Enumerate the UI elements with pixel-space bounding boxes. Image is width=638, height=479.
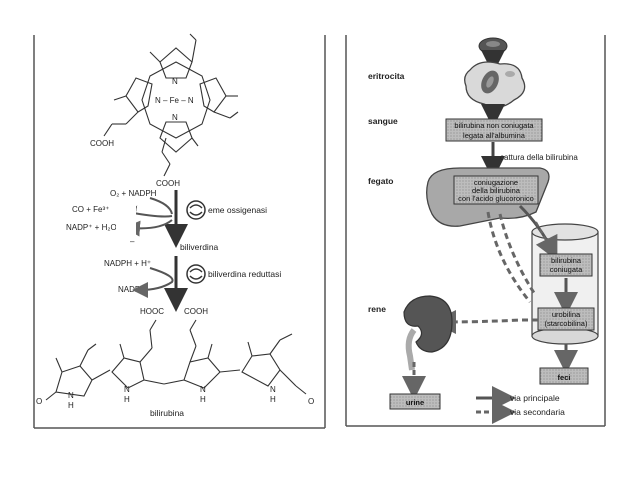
red-blood-cell-icon xyxy=(478,37,508,55)
heme-n-top: N xyxy=(172,77,178,86)
box-gut-conjugated xyxy=(539,253,593,277)
step1-side-arrow-out2 xyxy=(124,219,173,237)
box-gut-line2: coniugata xyxy=(550,265,583,274)
bilirubin-h3: H xyxy=(200,395,206,404)
heme-cooh-1: COOH xyxy=(90,139,114,148)
bilirubin-n3: N xyxy=(200,385,206,394)
box-feces-label: feci xyxy=(558,373,571,382)
legend: via principale via secondaria xyxy=(476,386,565,424)
heme-cooh-2: COOH xyxy=(156,179,180,188)
step1-white-patch xyxy=(116,206,136,242)
secondary-path-gut-to-kidney xyxy=(432,309,538,334)
secondary-path-liver-return xyxy=(535,221,549,245)
macrophage-icon xyxy=(464,61,526,108)
box-liver-line1: coniugazione xyxy=(474,178,518,187)
enzyme-label-biliverdin-reductase: biliverdina reduttasi xyxy=(208,269,281,279)
label-sangue: sangue xyxy=(368,116,398,126)
bilirubin-o-right: O xyxy=(308,397,314,406)
secondary-path-liver-down-1 xyxy=(486,211,532,303)
heme-n-bottom: N xyxy=(172,113,178,122)
legend-primary-label: via principale xyxy=(510,393,560,403)
step1-side-arrow-in xyxy=(149,197,173,215)
bilirubin-n1: N xyxy=(68,391,74,400)
bilirubin-structure xyxy=(45,319,307,401)
bilirubin-cooh: COOH xyxy=(184,307,208,316)
box-uro-line2: (starcobilina) xyxy=(545,319,588,328)
secondary-path-liver-down-2 xyxy=(498,213,538,297)
heme-structure xyxy=(103,33,239,177)
box-urine xyxy=(389,393,441,410)
box-gut-line1: bilirubina xyxy=(551,256,582,265)
step1-minus-mark: – xyxy=(130,237,135,246)
step1-inputs: O₂ + NADPH xyxy=(110,189,157,198)
box-liver-conjugation xyxy=(453,175,539,205)
heme-fe-label: N – Fe – N xyxy=(155,96,194,105)
step2-inputs: NADPH + H⁺ xyxy=(104,259,151,268)
left-panel: N N – Fe – N N COOH COOH O₂ + NADPH CO +… xyxy=(33,33,326,429)
step1-nadp-out: NADP⁺ + H₂O xyxy=(66,223,117,232)
bilirubin-hooc: HOOC xyxy=(140,307,164,316)
box-unconjugated-line1: bilirubina non coniugata xyxy=(454,121,534,130)
box-unconjugated-bilirubin xyxy=(445,118,543,142)
box-unconjugated-line2: legata all'albumina xyxy=(463,131,526,140)
step1-byproducts: CO + Fe³⁺ xyxy=(72,205,109,214)
box-uro-line1: urobilina xyxy=(552,310,581,319)
label-eritrocita: eritrocita xyxy=(368,71,405,81)
bilirubin-o-left: O xyxy=(36,397,42,406)
bilirubin-name: bilirubina xyxy=(150,408,184,418)
bilirubin-h1: H xyxy=(68,401,74,410)
label-cattura: cattura della bilirubina xyxy=(500,153,578,162)
bilirubin-h2: H xyxy=(124,395,130,404)
enzyme-icon-biliverdin-reductase xyxy=(186,264,206,284)
label-fegato: fegato xyxy=(368,176,394,186)
bilirubin-n4: N xyxy=(270,385,276,394)
legend-secondary-label: via secondaria xyxy=(510,407,565,417)
box-urine-label: urine xyxy=(406,398,424,407)
step2-nadp-out: NADP⁺ xyxy=(118,285,144,294)
bilirubin-n2: N xyxy=(124,385,130,394)
step2-side-arrow xyxy=(132,267,174,298)
biliverdina-label: biliverdina xyxy=(180,242,219,252)
kidney-icon xyxy=(403,295,453,371)
box-liver-line3: con l'acido glucoronico xyxy=(458,194,534,203)
enzyme-icon-heme-oxygenase xyxy=(186,200,206,220)
bilirubin-h4: H xyxy=(270,395,276,404)
right-panel: eritrocita sangue fegato rene bilirubina… xyxy=(345,35,606,427)
box-feces xyxy=(539,367,589,385)
label-rene: rene xyxy=(368,304,386,314)
enzyme-label-heme-oxygenase: eme ossigenasi xyxy=(208,205,267,215)
box-liver-line2: della bilirubina xyxy=(472,186,521,195)
primary-arrow-liver-to-gut xyxy=(518,204,558,261)
